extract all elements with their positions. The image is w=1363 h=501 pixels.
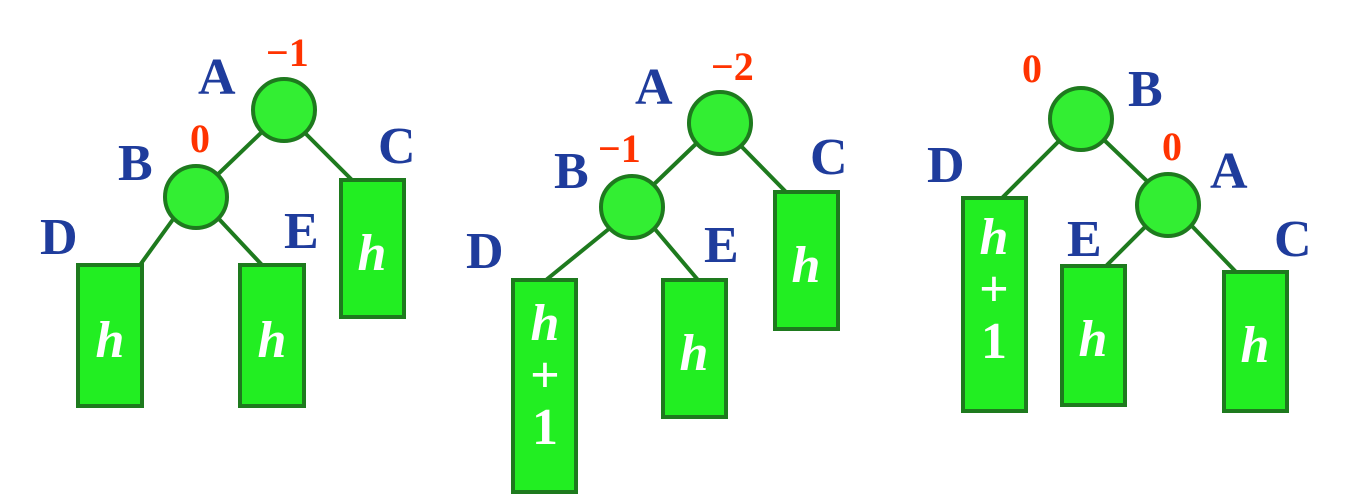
edge-a-c (304, 132, 354, 182)
node-b (599, 174, 665, 240)
balance-b: 0 (1022, 46, 1042, 91)
label-c: C (1274, 211, 1312, 268)
node-a (1135, 172, 1201, 238)
subtree-e-height: h (1079, 311, 1108, 368)
subtree-c (1222, 270, 1289, 413)
label-d: D (927, 137, 965, 194)
subtree-e (1060, 264, 1127, 407)
label-a: A (635, 59, 673, 116)
balance-a: 0 (1162, 124, 1182, 169)
subtree-c (773, 190, 840, 331)
edge-a-c (738, 143, 788, 194)
subtree-d (961, 196, 1028, 413)
subtree-d-height-h: h (980, 209, 1009, 266)
edge-b-d (138, 216, 176, 267)
edge-b-e (216, 216, 264, 267)
diagram-2: A −2 B −1 C D E h + 1 h h (466, 44, 848, 494)
subtree-c-height: h (792, 237, 821, 294)
label-a: A (198, 49, 236, 106)
diagram-3: B 0 A 0 D E C h + 1 h h (927, 46, 1312, 413)
balance-b: −1 (598, 126, 641, 171)
node-b (1048, 86, 1114, 152)
subtree-c (339, 178, 406, 319)
node-a (251, 77, 317, 143)
edge-a-b (210, 128, 266, 182)
subtree-d-height: h (96, 312, 125, 369)
subtree-d (511, 278, 578, 494)
label-e: E (1067, 211, 1102, 268)
balance-b: 0 (190, 116, 210, 161)
diagram-1: A −1 B 0 C D E h h h (40, 30, 416, 408)
edge-b-d (544, 226, 612, 282)
edge-a-c (1188, 222, 1238, 274)
edge-b-a (1100, 136, 1152, 186)
edge-a-e (1104, 222, 1150, 268)
subtree-e (238, 263, 306, 408)
subtree-e-height: h (258, 312, 287, 369)
subtree-d-height-one: 1 (981, 313, 1007, 370)
balance-a: −1 (266, 30, 309, 75)
subtree-c-height: h (358, 225, 387, 282)
label-c: C (810, 129, 848, 186)
balance-a: −2 (711, 44, 754, 89)
label-b: B (1128, 61, 1163, 118)
subtree-d-height-h: h (531, 295, 560, 352)
subtree-d (76, 263, 144, 408)
edge-b-e (652, 226, 700, 282)
label-d: D (40, 209, 78, 266)
label-e: E (284, 203, 319, 260)
subtree-e (661, 278, 728, 419)
label-c: C (378, 118, 416, 175)
label-b: B (118, 135, 153, 192)
node-b (163, 164, 229, 230)
label-a: A (1210, 143, 1248, 200)
label-b: B (554, 143, 589, 200)
subtree-e-height: h (680, 325, 709, 382)
subtree-d-height-plus: + (530, 347, 560, 404)
node-a (687, 90, 753, 156)
subtree-c-height: h (1241, 317, 1270, 374)
subtree-d-height-plus: + (979, 261, 1009, 318)
subtree-d-height-one: 1 (532, 399, 558, 456)
edge-b-d (1000, 136, 1064, 200)
label-e: E (704, 217, 739, 274)
label-d: D (466, 223, 504, 280)
edge-a-b (646, 138, 702, 192)
